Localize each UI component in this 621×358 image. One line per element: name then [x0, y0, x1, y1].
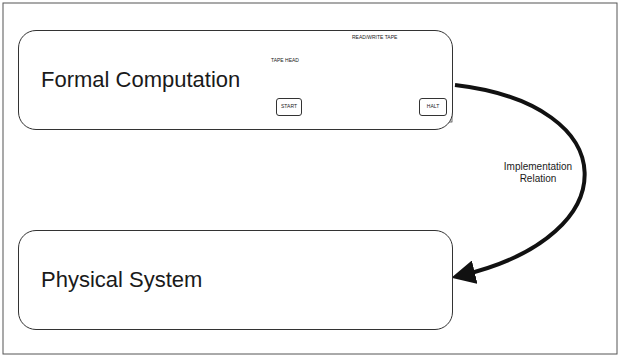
box-title: Physical System — [41, 267, 202, 292]
outer-frame — [3, 3, 617, 354]
state-label: START — [281, 104, 297, 110]
curved-arrow — [455, 85, 585, 275]
state-box: START — [276, 98, 302, 116]
state-label: HALT — [427, 104, 439, 110]
rounded-box: Physical System — [18, 230, 453, 330]
box-title: Formal Computation — [41, 67, 240, 92]
illustration-label: TAPE HEAD — [271, 57, 299, 63]
state-box: HALT — [419, 98, 447, 116]
rounded-box: Formal ComputationSTART HALT — [18, 30, 453, 130]
edge-label: Implementation Relation — [501, 161, 575, 185]
illustration-label: READ/WRITE TAPE — [352, 34, 397, 40]
